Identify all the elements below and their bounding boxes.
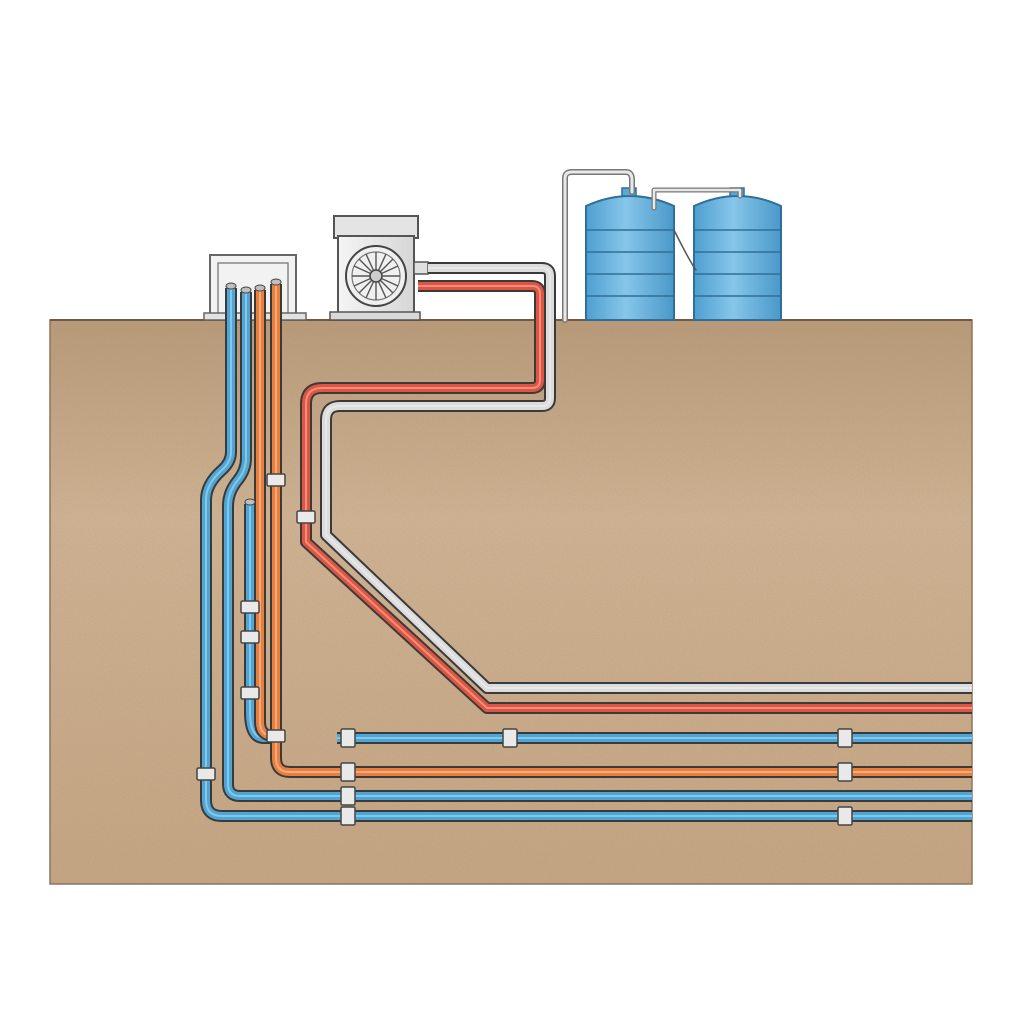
grey-return-pipe bbox=[320, 262, 972, 694]
pipe-end-cap bbox=[270, 278, 282, 286]
pipe-coupling bbox=[837, 806, 853, 826]
pipe-coupling bbox=[196, 767, 216, 781]
pipe-coupling bbox=[296, 510, 316, 524]
fan-icon bbox=[345, 245, 407, 307]
pipe-coupling bbox=[502, 728, 518, 748]
pipe-coupling bbox=[340, 762, 356, 782]
blue-pipe-lower-run bbox=[200, 288, 972, 822]
pipe-end-cap bbox=[244, 498, 256, 506]
pipe-coupling bbox=[340, 728, 356, 748]
pipe-coupling bbox=[340, 806, 356, 826]
red-supply-pipe bbox=[300, 280, 972, 714]
blue-pipe-middle-run bbox=[222, 292, 972, 802]
pipe-coupling bbox=[240, 600, 260, 614]
pipe-end-cap bbox=[254, 284, 266, 292]
orange-pipe-main bbox=[270, 284, 972, 778]
tank-plumbing bbox=[562, 169, 743, 323]
pipe-network bbox=[200, 262, 972, 822]
pipe-coupling bbox=[266, 729, 286, 743]
pipe-end-cap bbox=[225, 282, 237, 290]
pipe-coupling bbox=[240, 686, 260, 700]
water-tank-right bbox=[693, 187, 782, 321]
pipe-coupling bbox=[837, 728, 853, 748]
pipe-coupling bbox=[240, 630, 260, 644]
pipe-couplings bbox=[196, 473, 853, 826]
pipe-coupling bbox=[837, 762, 853, 782]
pipe-end-cap bbox=[240, 286, 252, 294]
pipe-coupling bbox=[340, 786, 356, 806]
heat-pump-unit bbox=[329, 215, 429, 321]
water-tank-left bbox=[585, 187, 675, 321]
pipe-coupling bbox=[266, 473, 286, 487]
